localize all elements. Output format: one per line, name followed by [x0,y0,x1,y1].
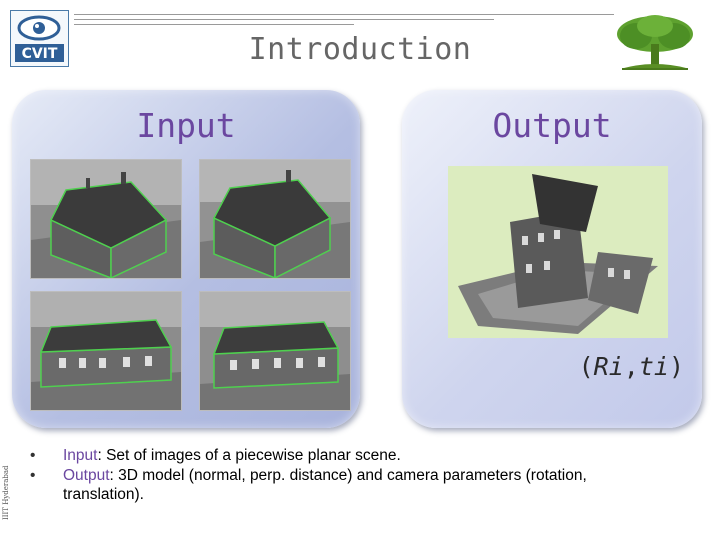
input-image-2 [199,159,351,279]
params-rotation: Ri [593,352,624,381]
header-rule-2 [74,19,494,20]
camera-parameters: (Ri,ti) [579,352,684,381]
params-open: ( [578,352,594,381]
bullet-text: : 3D model (normal, perp. distance) and … [63,467,587,503]
params-sep: , [623,352,639,381]
tree-logo-icon [617,15,693,70]
params-close: ) [668,352,684,381]
bullet-keyword: Output [63,467,110,484]
slide-title: Introduction [248,32,472,67]
input-image-4 [199,291,351,411]
input-image-1 [30,159,182,279]
input-image-3 [30,291,182,411]
bullet-input: • Input: Set of images of a piecewise pl… [28,446,668,465]
svg-text:CVIT: CVIT [22,46,58,62]
bullet-dot-icon: • [30,467,36,484]
params-translation: ti [638,352,669,381]
input-label: Input [136,106,236,145]
input-panel: Input [12,90,360,428]
output-3d-model-image [448,166,668,338]
side-label: IIIT Hyderabad [2,465,10,520]
header-rule-3 [74,24,354,25]
cvit-logo: CVIT [10,10,69,67]
bullet-dot-icon: • [30,447,36,464]
bullet-text: : Set of images of a piecewise planar sc… [97,447,401,464]
bullet-keyword: Input [63,447,98,464]
bullet-list: • Input: Set of images of a piecewise pl… [28,446,668,505]
bullet-output: • Output: 3D model (normal, perp. distan… [28,466,668,504]
cvit-eye-logo-icon: CVIT [15,15,64,62]
output-panel: Output (Ri,ti) [402,90,702,428]
output-label: Output [492,106,612,145]
header-rule-1 [74,14,614,15]
